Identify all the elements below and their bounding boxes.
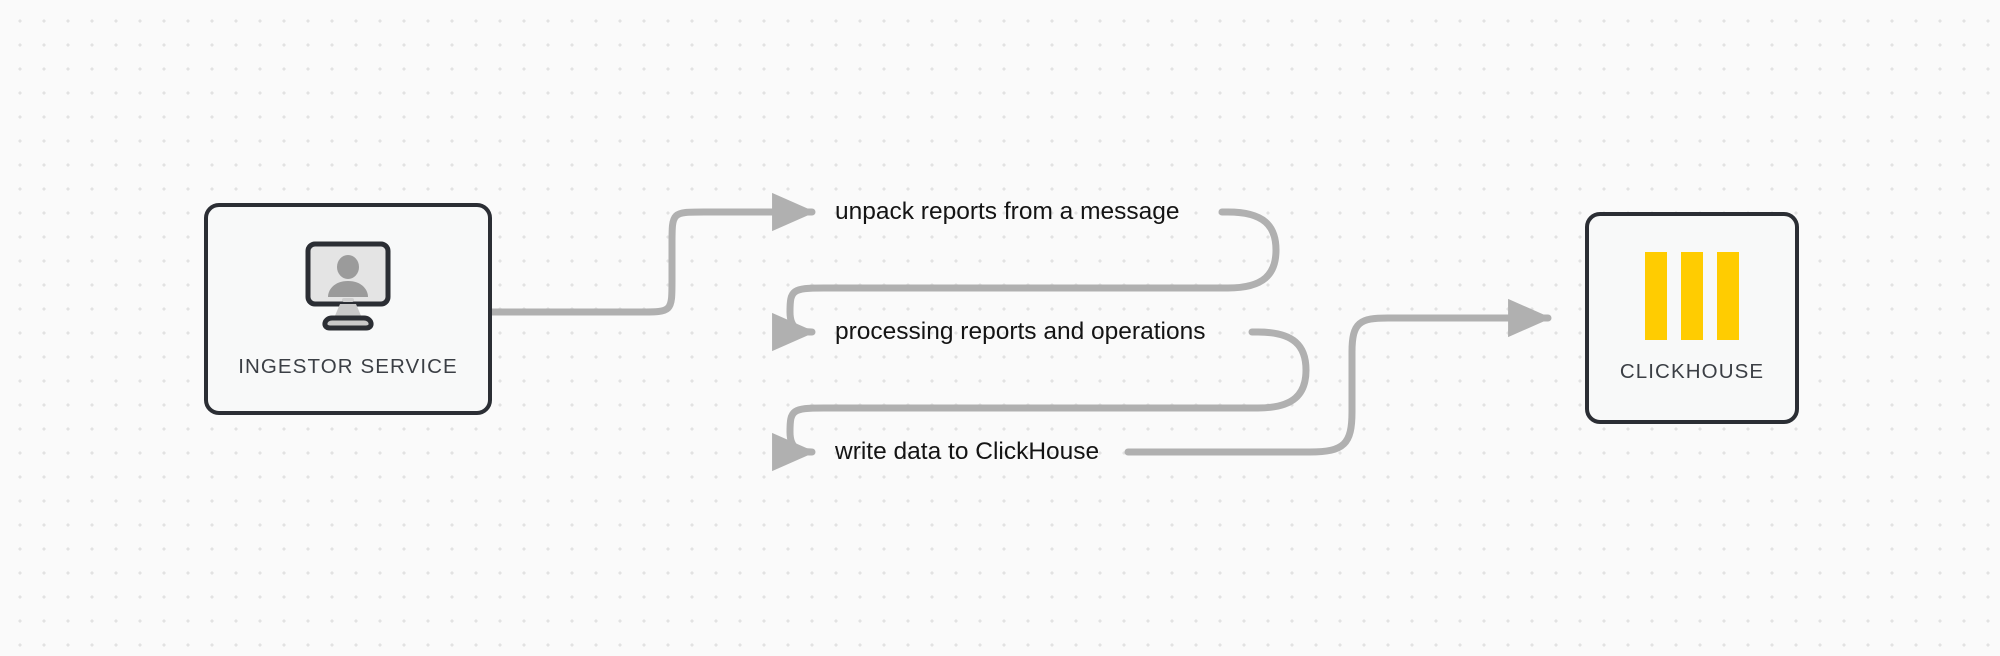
clickhouse-bar-1 [1645, 252, 1667, 340]
edge-label-write-data: write data to ClickHouse [835, 438, 1100, 465]
node-clickhouse[interactable]: CLICKHOUSE [1585, 212, 1799, 424]
node-ingestor-service[interactable]: INGESTOR SERVICE [204, 203, 492, 415]
clickhouse-bar-2 [1681, 252, 1703, 340]
edge-path-processing-to-write [772, 328, 1310, 472]
edge-path-unpack-to-processing [772, 208, 1280, 352]
node-clickhouse-label: CLICKHOUSE [1619, 360, 1765, 383]
edge-path-ingestor-to-unpack [488, 192, 816, 316]
clickhouse-bar-3 [1717, 252, 1739, 340]
clickhouse-logo-icon [1645, 252, 1739, 340]
node-ingestor-service-label: INGESTOR SERVICE [238, 354, 458, 378]
monitor-user-icon [296, 240, 400, 337]
edge-label-unpack-reports: unpack reports from a message [835, 198, 1180, 225]
edge-label-processing-reports: processing reports and operations [835, 318, 1206, 345]
